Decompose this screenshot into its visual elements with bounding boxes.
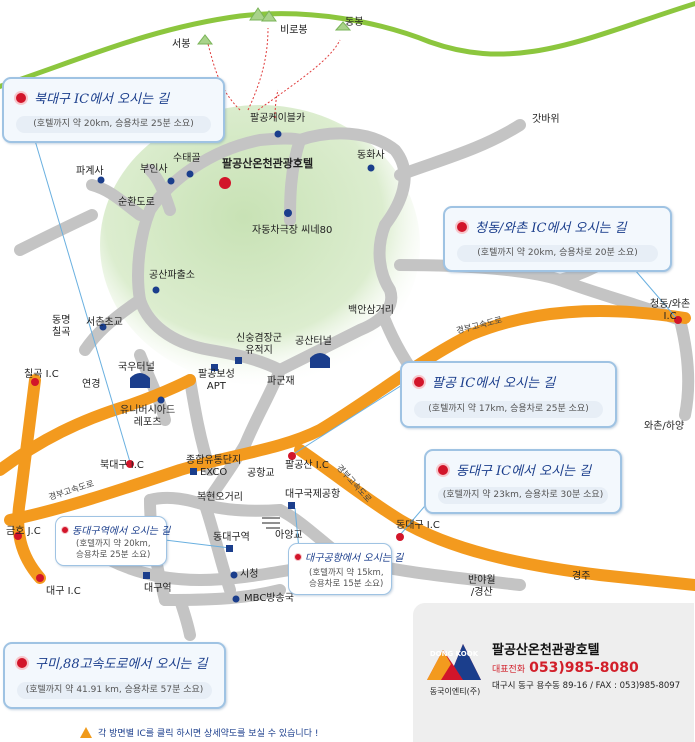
- label-sunhwando: 순환도로: [118, 197, 155, 208]
- label-cheongdong-ic: 청동/와촌 I.C: [650, 299, 691, 322]
- label-gyeongju: 경주: [572, 571, 591, 582]
- route-subtitle: (호텔까지 약 15km, 승용차로 15분 소요): [309, 568, 384, 589]
- route-box-gumi[interactable]: 구미,88고속도로에서 오시는 길 (호텔까지 약 41.91 km, 승용차로…: [3, 642, 226, 709]
- route-marker-icon: [436, 462, 450, 477]
- mountain-peaks: [196, 7, 352, 45]
- label-seobong: 서봉: [172, 39, 191, 50]
- label-chilgok-ic: 칠곡 I.C: [24, 369, 59, 380]
- poi-markers: [97, 130, 375, 603]
- label-gatbawi: 갓바위: [532, 114, 560, 125]
- label-pagyesa: 파계사: [76, 166, 104, 177]
- label-palgong-bosung: 팔공보성 APT: [198, 369, 235, 392]
- route-box-palgong[interactable]: 팔공 IC에서 오시는 길 (호텔까지 약 17km, 승용차로 25분 소요): [400, 361, 617, 428]
- label-sutaegol: 수태골: [173, 153, 201, 164]
- label-bukdaegu-ic: 북대구 I.C: [100, 460, 144, 471]
- label-donghwasa: 동화사: [357, 150, 385, 161]
- label-baekan: 백안삼거리: [348, 305, 394, 316]
- notice-text: 각 방면별 IC를 클릭 하시면 상세약도를 보실 수 있습니다 !: [98, 729, 319, 739]
- phone-label: 대표전화: [492, 665, 526, 675]
- route-subtitle: (호텔까지 약 20km, 승용차로 20분 소요): [457, 245, 658, 262]
- route-title: 청동/와촌 IC에서 오시는 길: [475, 221, 627, 236]
- route-box-airport[interactable]: 대구공항에서 오시는 길 (호텔까지 약 15km, 승용차로 15분 소요): [288, 543, 403, 595]
- label-palgongsan-ic: 팔공산 I.C: [285, 460, 329, 471]
- label-banyawol: 반야월 /경산: [468, 575, 496, 598]
- route-marker-icon: [15, 655, 29, 670]
- label-birobong: 비로봉: [280, 25, 308, 36]
- hiking-paths: [207, 27, 341, 119]
- route-title: 동대구역에서 오시는 길: [72, 526, 171, 537]
- label-mbc: MBC방송국: [244, 593, 294, 604]
- label-hotel: 팔공산온천관광호텔: [222, 157, 314, 170]
- label-daegu-ic: 대구 I.C: [46, 586, 81, 597]
- route-box-bukdaegu[interactable]: 북대구 IC에서 오시는 길 (호텔까지 약 20km, 승용차로 25분 소요…: [2, 77, 225, 143]
- route-title: 대구공항에서 오시는 길: [305, 553, 404, 564]
- label-city-hall: 시청: [240, 569, 259, 580]
- route-title: 팔공 IC에서 오시는 길: [432, 376, 556, 391]
- label-gongsan-tunnel: 공산터널: [295, 336, 332, 347]
- route-box-dongdaegu[interactable]: 동대구 IC에서 오시는 길 (호텔까지 약 23km, 승용차로 30분 소요…: [424, 449, 622, 514]
- route-box-station[interactable]: 동대구역에서 오시는 길 (호텔까지 약 20km, 승용차로 25분 소요): [55, 516, 171, 566]
- label-daegu-station: 대구역: [144, 583, 172, 594]
- label-gukwoo-tunnel: 국우터널: [118, 362, 155, 373]
- route-subtitle: (호텔까지 약 20km, 승용차로 25분 소요): [76, 539, 151, 560]
- label-dongdaegu-station: 동대구역: [213, 532, 250, 543]
- route-title: 북대구 IC에서 오시는 길: [34, 92, 170, 107]
- route-title: 구미,88고속도로에서 오시는 길: [35, 657, 208, 672]
- label-ayang: 아양교: [275, 530, 303, 541]
- route-subtitle: (호텔까지 약 17km, 승용차로 25분 소요): [414, 401, 603, 418]
- label-universiade: 유니버시아드 레포츠: [120, 405, 176, 428]
- label-police: 공산파출소: [149, 270, 195, 281]
- label-bokhyeon: 복현오거리: [197, 492, 243, 503]
- mountain-ridge: [0, 0, 695, 89]
- warning-icon: [80, 727, 92, 738]
- label-geumho-jc: 금호 J.C: [6, 526, 41, 537]
- expressways: [0, 305, 695, 591]
- route-marker-icon: [294, 552, 302, 561]
- label-pagunjae: 파군재: [267, 376, 295, 387]
- label-dongdaegu-ic: 동대구 I.C: [396, 520, 440, 531]
- route-marker-icon: [61, 525, 69, 534]
- label-dongmyeong: 동명 칠곡: [52, 315, 71, 338]
- route-subtitle: (호텔까지 약 20km, 승용차로 25분 소요): [16, 116, 211, 133]
- label-dongbong: 동봉: [345, 17, 364, 28]
- company-name: 팔공산온천관광호텔: [492, 643, 600, 658]
- ic-markers: [14, 177, 682, 582]
- company-address: 대구시 동구 용수동 89-16 / FAX : 053)985-8097: [492, 681, 681, 691]
- route-marker-icon: [455, 219, 469, 234]
- phone-number: 053)985-8080: [529, 660, 639, 676]
- route-box-cheongdong[interactable]: 청동/와촌 IC에서 오시는 길 (호텔까지 약 20km, 승용차로 20분 …: [443, 206, 672, 272]
- route-subtitle: (호텔까지 약 23km, 승용차로 30분 소요): [438, 487, 608, 504]
- route-marker-icon: [412, 374, 426, 389]
- route-title: 동대구 IC에서 오시는 길: [456, 464, 592, 479]
- route-marker-icon: [14, 90, 28, 105]
- label-theater: 자동차극장 씨네80: [252, 225, 333, 236]
- label-jonghap: 종합유통단지 EXCO: [186, 455, 242, 478]
- label-cablecar: 팔공케이블카: [250, 113, 306, 124]
- logo-mark: DONG KOOK: [430, 650, 479, 658]
- bridge-marks: [262, 517, 280, 529]
- label-yeongyeong: 연경: [82, 379, 101, 390]
- label-sinsung: 신숭겸장군 유적지: [236, 333, 282, 356]
- notice-bar: 각 방면별 IC를 클릭 하시면 상세약도를 보실 수 있습니다 !: [80, 726, 318, 739]
- gukwoo-tunnel: [130, 373, 150, 388]
- label-daegu-airport: 대구국제공항: [285, 489, 341, 500]
- gongsan-tunnel: [310, 353, 330, 368]
- label-gonghakgyo: 공항교: [247, 468, 275, 479]
- route-subtitle: (호텔까지 약 41.91 km, 승용차로 57분 소요): [17, 682, 212, 699]
- company-logo: DONG KOOK: [427, 644, 481, 680]
- logo-text: 동국이엔티(주): [429, 687, 481, 696]
- label-buinsa: 부인사: [140, 164, 168, 175]
- label-seochon: 서촌초교: [86, 317, 123, 328]
- label-wachon-hayang: 와촌/하양: [644, 421, 685, 432]
